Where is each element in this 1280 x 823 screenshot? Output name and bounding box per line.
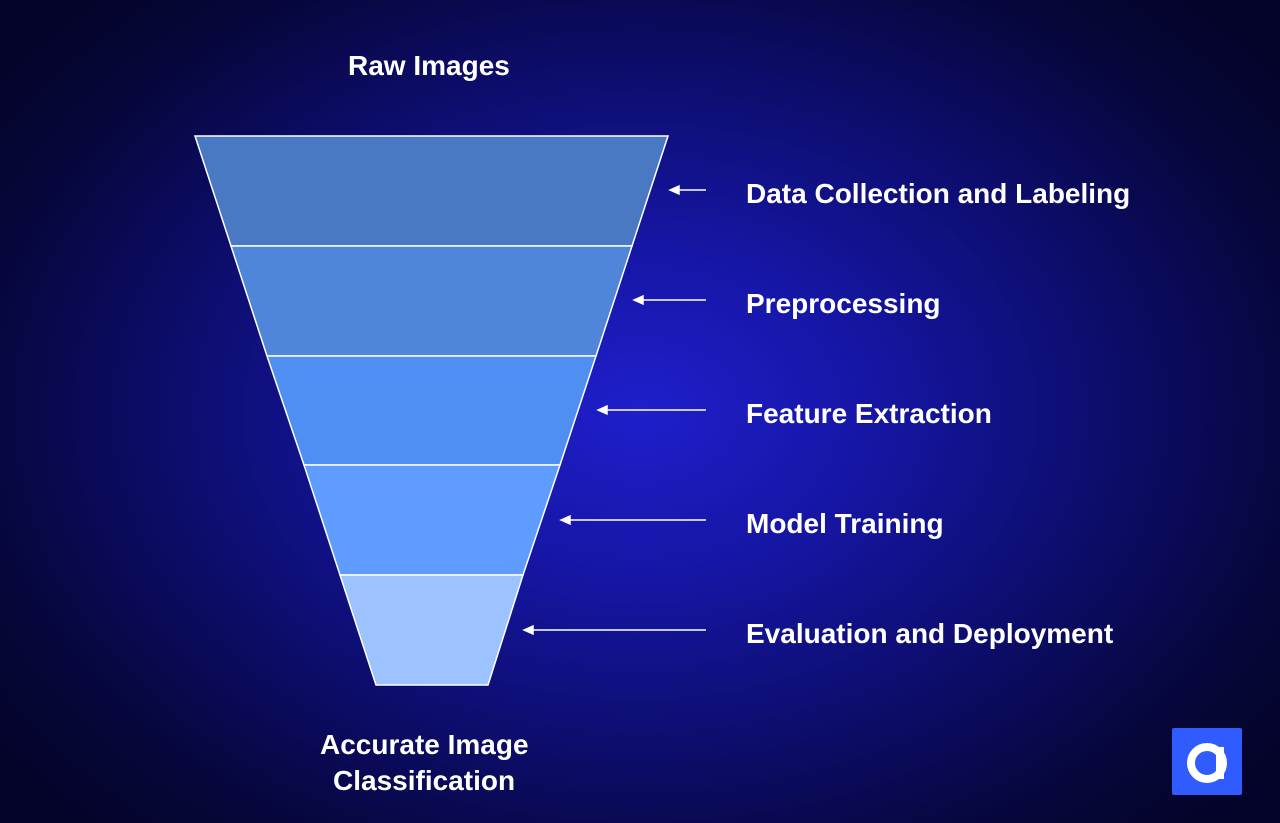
bottom-label-line-2: Classification (333, 765, 516, 796)
stage-5-band (338, 574, 525, 686)
stage-3-band (265, 355, 598, 466)
stage-1-band (193, 135, 670, 247)
stage-4-label: Model Training (746, 508, 944, 539)
stage-4-band (302, 464, 562, 576)
stage-5-label: Evaluation and Deployment (746, 618, 1114, 649)
stage-2-band (229, 245, 634, 357)
brand-logo (1172, 728, 1242, 795)
stage-3-label: Feature Extraction (746, 398, 992, 429)
stage-1-arrow-head (668, 184, 680, 196)
funnel-bottom-label: Accurate Image Classification (320, 727, 529, 799)
stage-2-label: Preprocessing (746, 288, 941, 319)
funnel-top-label: Raw Images (348, 50, 510, 81)
stage-4-arrow-head (559, 514, 571, 526)
stage-1-label: Data Collection and Labeling (746, 178, 1131, 209)
brand-logo-icon (1187, 743, 1227, 783)
stage-2-arrow-head (632, 294, 644, 306)
stage-3-arrow-head (596, 404, 608, 416)
bottom-label-line-1: Accurate Image (320, 729, 529, 760)
stage-5-arrow-head (522, 624, 534, 636)
